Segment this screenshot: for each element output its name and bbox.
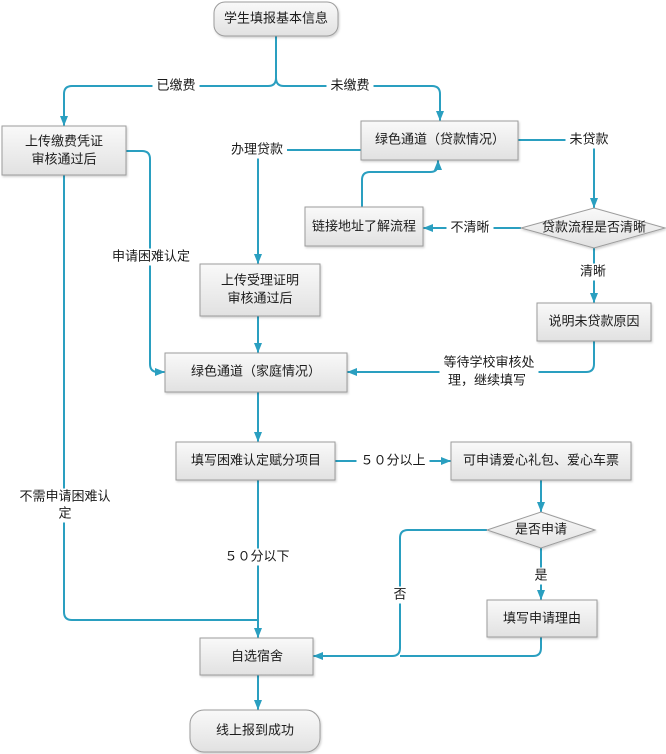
process-shape [1, 125, 127, 176]
node-label: 可申请爱心礼包、爱心车票 [463, 453, 619, 469]
edge-label-handle-loan: 办理贷款 [226, 141, 288, 159]
node-label: 链接地址了解流程 [312, 219, 416, 235]
node-green-channel-family: 绿色通道（家庭情况） [164, 352, 348, 393]
edge-label-paid: 已缴费 [152, 77, 200, 95]
terminal-shape [213, 1, 339, 37]
process-shape [536, 302, 652, 342]
edge-label-unpaid: 未缴费 [326, 77, 374, 95]
decision-shape [485, 511, 597, 549]
label-background [446, 219, 494, 237]
edge-label-clear: 清晰 [575, 263, 611, 281]
edge-label-text: 未缴费 [330, 79, 369, 94]
node-label: 绿色通道（家庭情况） [191, 364, 321, 380]
node-apply-gift: 可申请爱心礼包、爱心车票 [450, 441, 632, 481]
edge-label-wait-review: 等待学校审核处 理，继续填写 [439, 353, 539, 390]
terminal-shape [189, 709, 321, 753]
edge-label-text-line2: 理，继续填写 [448, 374, 526, 389]
process-shape [199, 263, 321, 317]
label-background [152, 77, 200, 95]
process-shape [450, 441, 632, 481]
edge-label-text-line1: 不需申请困难认 [19, 490, 110, 505]
node-green-channel-loan: 绿色通道（贷款情况） [360, 120, 519, 161]
node-label: 说明未贷款原因 [548, 315, 639, 330]
label-background [326, 77, 374, 95]
label-background [107, 248, 195, 266]
node-label-line2: 审核通过后 [227, 292, 292, 307]
node-label-line1: 上传受理证明 [221, 274, 299, 289]
label-background [356, 452, 430, 470]
edge-label-text: 不清晰 [450, 221, 489, 236]
edge-label-yes: 是 [530, 567, 552, 585]
node-label: 学生填报基本信息 [224, 11, 328, 27]
label-background [220, 548, 294, 566]
label-background [389, 586, 411, 604]
label-background [530, 567, 552, 585]
edge-label-no: 否 [389, 586, 411, 604]
node-label: 是否申请 [515, 523, 567, 538]
edge-label-no-need-difficulty: 不需申请困难认 定 [15, 488, 115, 523]
edge-label-unclear: 不清晰 [446, 219, 494, 237]
node-upload-acceptance: 上传受理证明 审核通过后 [199, 263, 321, 317]
node-label: 填写困难认定赋分项目 [191, 454, 321, 469]
edge-label-text: 已缴费 [156, 79, 195, 94]
node-end: 线上报到成功 [189, 709, 321, 753]
node-upload-payment: 上传缴费凭证 审核通过后 [1, 125, 127, 176]
node-label: 填写申请理由 [503, 612, 581, 627]
edge-label-text: ５０分以上 [360, 454, 425, 469]
process-shape [164, 352, 348, 393]
label-background [565, 131, 613, 149]
process-shape [199, 637, 314, 676]
node-label-line1: 上传缴费凭证 [25, 135, 103, 150]
process-shape [360, 120, 519, 161]
label-background [575, 263, 611, 281]
edge-label-text: 办理贷款 [231, 143, 283, 158]
node-explain-no-loan: 说明未贷款原因 [536, 302, 652, 342]
edge-label-text: 是 [534, 569, 547, 584]
label-background [439, 353, 539, 390]
edge-label-no-loan: 未贷款 [565, 131, 613, 149]
connector-fill-reason-to-dorm [400, 637, 542, 657]
node-whether-apply: 是否申请 [485, 511, 597, 549]
node-label: 自选宿舍 [231, 649, 283, 665]
decision-shape [519, 207, 666, 249]
edge-label-above-50: ５０分以上 [356, 452, 430, 470]
process-shape [486, 599, 598, 638]
connector-link-to-green-channel-loan [361, 160, 442, 207]
node-choose-dorm: 自选宿舍 [199, 637, 314, 676]
edge-label-text: 清晰 [580, 265, 606, 280]
edge-label-text-line2: 定 [58, 507, 71, 522]
label-background [15, 488, 115, 523]
edge-label-text: ５０分以下 [224, 550, 289, 565]
node-loan-process-clear: 贷款流程是否清晰 [519, 207, 666, 249]
node-label: 绿色通道（贷款情况） [375, 132, 505, 148]
node-label-line2: 审核通过后 [31, 153, 96, 168]
edge-label-apply-difficulty: 申请困难认定 [107, 248, 195, 266]
connector-start-to-green-channel-loan [275, 77, 444, 121]
connector-loan-to-process-clear [518, 139, 598, 208]
edge-label-text: 未贷款 [569, 133, 608, 148]
node-link-process: 链接地址了解流程 [304, 206, 424, 247]
connector-no-need-to-dorm [63, 175, 258, 621]
node-start: 学生填报基本信息 [213, 1, 339, 37]
node-fill-difficulty-score: 填写困难认定赋分项目 [175, 441, 336, 481]
edge-labels: 已缴费 未缴费 办理贷款 未贷款 不清晰 清晰 申请困难认定 等待学校审核处 [15, 77, 613, 604]
node-label: 线上报到成功 [216, 724, 294, 739]
label-background [226, 141, 288, 159]
node-fill-reason: 填写申请理由 [486, 599, 598, 638]
edge-label-text: 否 [393, 588, 406, 603]
node-label: 贷款流程是否清晰 [542, 221, 646, 236]
process-shape [304, 206, 424, 247]
edge-label-text: 申请困难认定 [112, 250, 190, 265]
connector-explain-to-green-channel-family [347, 341, 595, 376]
edge-label-text-line1: 等待学校审核处 [443, 355, 534, 371]
process-shape [175, 441, 336, 481]
edge-label-below-50: ５０分以下 [220, 548, 294, 566]
